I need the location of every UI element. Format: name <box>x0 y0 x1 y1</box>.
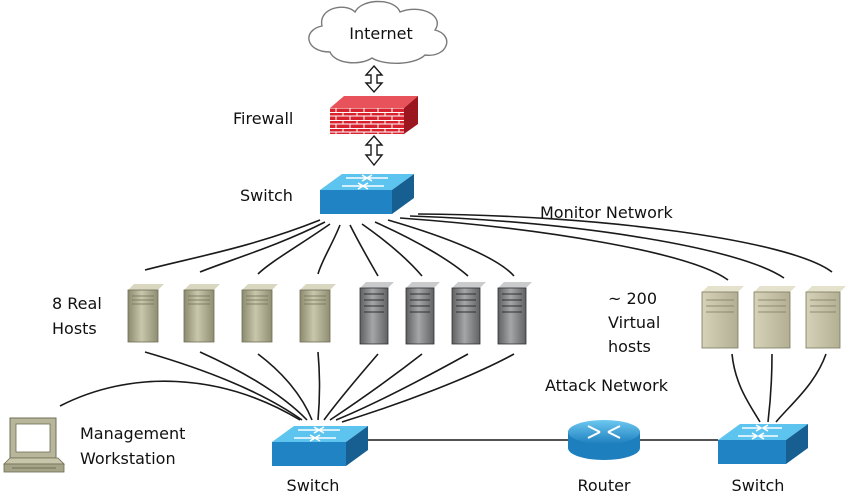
real-hosts-label-line1: 8 Real <box>52 294 102 313</box>
server-icon <box>299 284 336 343</box>
double-arrow-icon <box>364 134 384 167</box>
switch-icon <box>320 174 414 214</box>
wire-monitor-host-4 <box>317 224 341 275</box>
cloud-icon <box>308 0 448 64</box>
wire-monitor-host-6 <box>361 223 423 277</box>
wire-attack-host-7 <box>335 353 469 421</box>
wire-attack-host-8 <box>341 353 515 423</box>
switch-icon <box>272 426 368 466</box>
bottom-switch-label: Switch <box>287 476 340 495</box>
wire-attack-workstation <box>59 380 301 421</box>
internet-cloud: Internet <box>308 0 448 64</box>
right-switch-label: Switch <box>732 476 785 495</box>
attack-network-wires <box>59 351 827 441</box>
firewall-icon <box>330 96 418 134</box>
wire-monitor-host-3 <box>257 223 331 275</box>
virtual-hosts <box>701 286 846 349</box>
wire-monitor-host-5 <box>349 224 379 277</box>
wire-attack-host-3 <box>257 353 313 421</box>
wire-vhost-1-switch <box>731 353 761 423</box>
wire-attack-host-5 <box>323 353 379 421</box>
real-hosts-label-line2: Hosts <box>52 319 97 338</box>
server-icon <box>127 284 164 343</box>
wire-attack-host-6 <box>329 353 423 421</box>
switch-icon <box>718 424 808 464</box>
virtual-hosts-label-line2: Virtual <box>608 313 660 332</box>
router-icon <box>568 420 640 460</box>
wire-attack-host-4 <box>317 351 321 421</box>
monitor-network-wires <box>144 213 833 281</box>
internet-label: Internet <box>349 24 413 43</box>
wire-monitor-vhost-2 <box>409 215 785 279</box>
monitor-network-label: Monitor Network <box>540 203 673 222</box>
server-icon <box>183 284 220 343</box>
virtual-hosts-label-line3: hosts <box>608 337 651 356</box>
server-icon <box>497 282 532 345</box>
server-icon <box>805 286 846 349</box>
wire-monitor-host-2 <box>199 221 326 273</box>
server-icon <box>451 282 486 345</box>
attack-network-label: Attack Network <box>545 376 669 395</box>
double-arrow-icon <box>364 64 384 94</box>
workstation-icon <box>3 417 65 473</box>
wire-vhost-3-switch <box>775 353 827 423</box>
management-label-line1: Management <box>80 424 185 443</box>
wire-monitor-host-1 <box>144 219 321 271</box>
wire-monitor-vhost-3 <box>417 213 833 273</box>
server-icon <box>753 286 796 349</box>
server-icon <box>405 282 440 345</box>
wire-attack-host-1 <box>144 351 303 421</box>
top-switch-label: Switch <box>240 186 293 205</box>
wire-monitor-host-7 <box>374 221 469 277</box>
wire-attack-host-2 <box>199 351 308 421</box>
virtual-hosts-label-line1: ~ 200 <box>608 289 657 308</box>
server-icon <box>701 286 744 349</box>
real-hosts <box>127 282 532 345</box>
wire-monitor-vhost-1 <box>399 217 729 281</box>
wire-monitor-host-8 <box>387 219 515 277</box>
management-label-line2: Workstation <box>80 449 176 468</box>
server-icon <box>241 284 278 343</box>
firewall-label: Firewall <box>233 109 293 128</box>
router-label: Router <box>577 476 630 495</box>
server-icon <box>359 282 394 345</box>
wire-vhost-2-switch <box>767 353 773 423</box>
